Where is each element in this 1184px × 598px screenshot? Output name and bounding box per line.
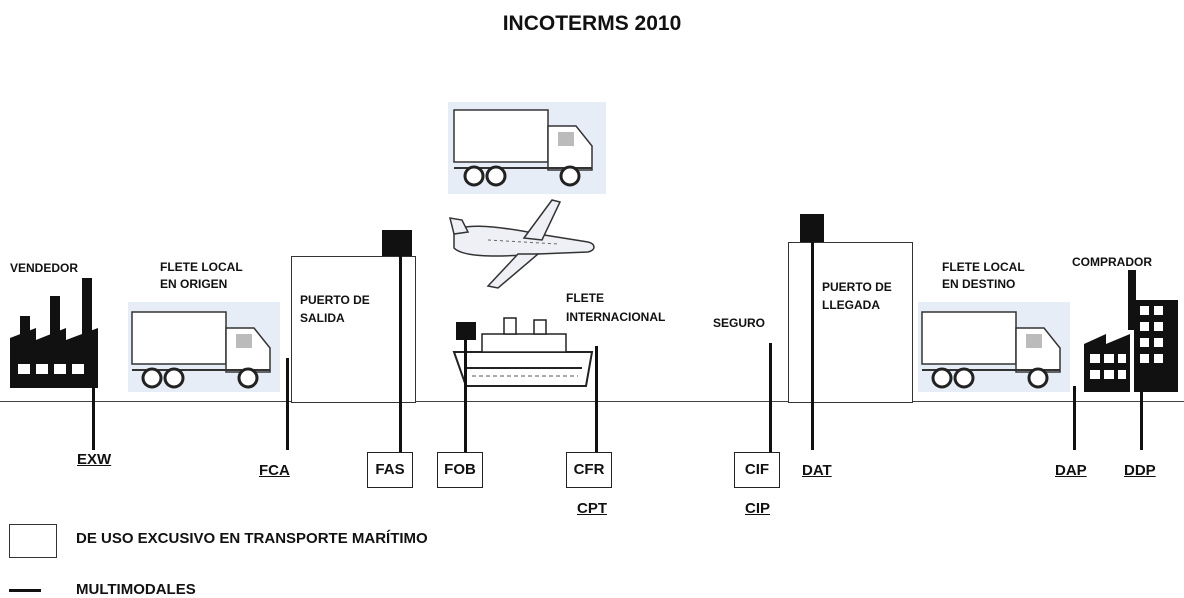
term-exw: EXW bbox=[77, 451, 112, 468]
label-puerto-salida-2: SALIDA bbox=[300, 311, 345, 325]
label-puerto-salida-1: PUERTO DE bbox=[300, 293, 370, 307]
ground-line bbox=[0, 401, 1184, 402]
term-ddp: DDP bbox=[1124, 462, 1156, 479]
legend-box-icon bbox=[9, 524, 57, 558]
label-flete-origen-1: FLETE LOCAL bbox=[160, 260, 243, 274]
label-seguro: SEGURO bbox=[713, 316, 766, 330]
term-cpt: CPT bbox=[577, 500, 607, 517]
port-arrival-building bbox=[788, 242, 913, 403]
truck-icon bbox=[453, 109, 593, 187]
term-dat: DAT bbox=[802, 462, 832, 479]
label-flete-destino-1: FLETE LOCAL bbox=[942, 260, 1025, 274]
legend-line-icon bbox=[9, 589, 41, 592]
label-flete-int-1: FLETE bbox=[566, 291, 604, 305]
legend-multimodales: MULTIMODALES bbox=[76, 581, 196, 598]
factory-icon bbox=[10, 278, 98, 388]
dat-marker-square bbox=[800, 214, 824, 242]
term-cip: CIP bbox=[745, 500, 771, 517]
building-icon bbox=[1084, 270, 1178, 392]
cif-line bbox=[769, 343, 772, 452]
label-flete-destino-2: EN DESTINO bbox=[942, 277, 1016, 291]
port-departure-building bbox=[291, 256, 416, 403]
truck-icon bbox=[921, 311, 1061, 389]
airplane-icon bbox=[448, 199, 595, 289]
diagram-title: INCOTERMS 2010 bbox=[502, 12, 682, 35]
dap-line bbox=[1073, 386, 1076, 450]
exw-line bbox=[92, 365, 95, 450]
label-puerto-llegada-1: PUERTO DE bbox=[822, 280, 892, 294]
dat-line bbox=[811, 242, 814, 450]
label-puerto-llegada-2: LLEGADA bbox=[822, 298, 880, 312]
term-fca: FCA bbox=[259, 462, 290, 479]
fca-line bbox=[286, 358, 289, 450]
label-comprador: COMPRADOR bbox=[1072, 255, 1152, 269]
ddp-line bbox=[1140, 380, 1143, 450]
fob-line bbox=[464, 340, 467, 452]
fob-marker-square bbox=[456, 322, 476, 340]
fas-marker-square bbox=[382, 230, 412, 256]
label-vendedor: VENDEDOR bbox=[10, 261, 79, 275]
label-flete-origen-2: EN ORIGEN bbox=[160, 277, 228, 291]
legend-maritimo: DE USO EXCUSIVO EN TRANSPORTE MARÍTIMO bbox=[76, 530, 428, 547]
term-cif: CIF bbox=[734, 452, 780, 488]
cfr-line bbox=[595, 346, 598, 452]
truck-icon bbox=[131, 311, 271, 389]
term-fas: FAS bbox=[367, 452, 413, 488]
label-flete-int-2: INTERNACIONAL bbox=[566, 310, 666, 324]
term-dap: DAP bbox=[1055, 462, 1087, 479]
term-cfr: CFR bbox=[566, 452, 612, 488]
term-fob: FOB bbox=[437, 452, 483, 488]
fas-line bbox=[399, 256, 402, 452]
ship-icon bbox=[452, 317, 594, 387]
